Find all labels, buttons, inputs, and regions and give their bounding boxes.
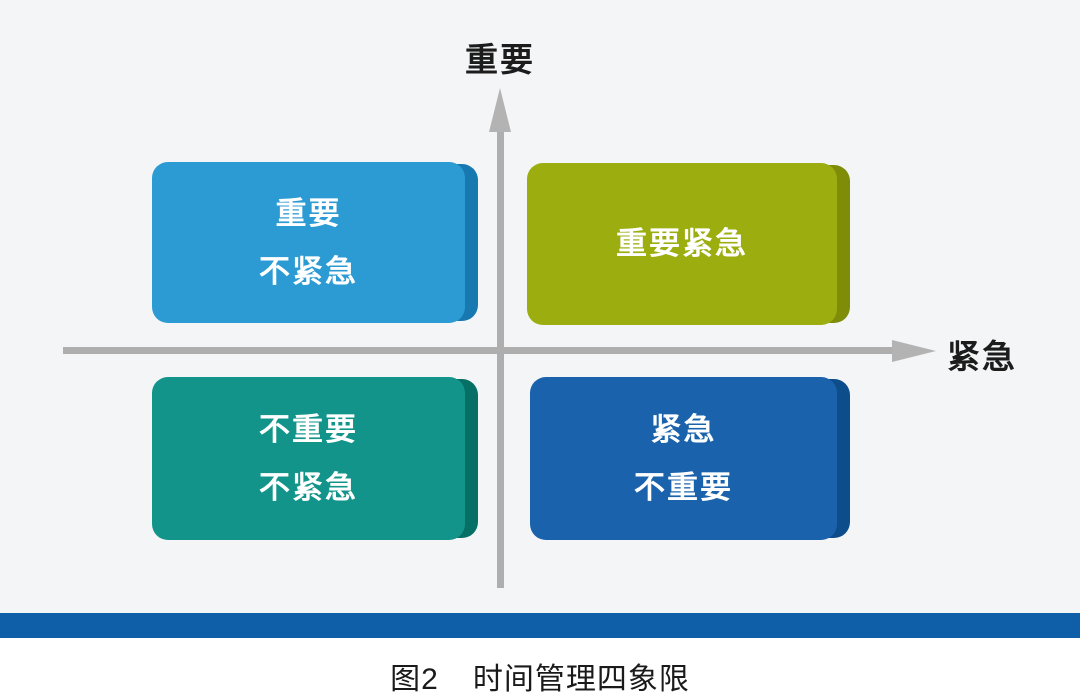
- quadrant-face: 重要紧急: [527, 163, 837, 325]
- quadrant-face: 重要 不紧急: [152, 162, 465, 323]
- x-axis-label: 紧急: [947, 338, 1017, 375]
- quadrant-label-line: 紧急: [650, 412, 717, 448]
- x-axis-arrowhead-icon: [892, 340, 936, 362]
- quadrant-face: 不重要 不紧急: [152, 377, 465, 540]
- figure-caption-number: 图2: [390, 663, 439, 696]
- quadrant-face: 紧急 不重要: [530, 377, 837, 540]
- x-axis-line: [63, 347, 896, 354]
- quadrant-important-urgent: 重要紧急: [527, 163, 850, 325]
- quadrant-label-line: 不重要: [259, 412, 358, 448]
- y-axis-label: 重要: [465, 41, 535, 78]
- quadrant-important-not-urgent: 重要 不紧急: [152, 162, 478, 323]
- quadrant-urgent-not-important: 紧急 不重要: [530, 377, 850, 540]
- quadrant-label-line: 不紧急: [259, 253, 358, 289]
- quadrant-label-line: 不紧急: [259, 469, 358, 505]
- figure-caption: 图2 时间管理四象限: [0, 654, 1080, 698]
- quadrant-label-line: 不重要: [634, 469, 733, 505]
- quadrant-not-important-not-urgent: 不重要 不紧急: [152, 377, 478, 540]
- quadrant-label-line: 重要: [275, 196, 342, 232]
- y-axis-arrowhead-icon: [489, 88, 511, 132]
- divider-bar: [0, 613, 1080, 638]
- quadrant-label-line: 重要紧急: [616, 226, 748, 262]
- y-axis-line: [497, 126, 504, 588]
- figure-caption-title: 时间管理四象限: [472, 663, 690, 696]
